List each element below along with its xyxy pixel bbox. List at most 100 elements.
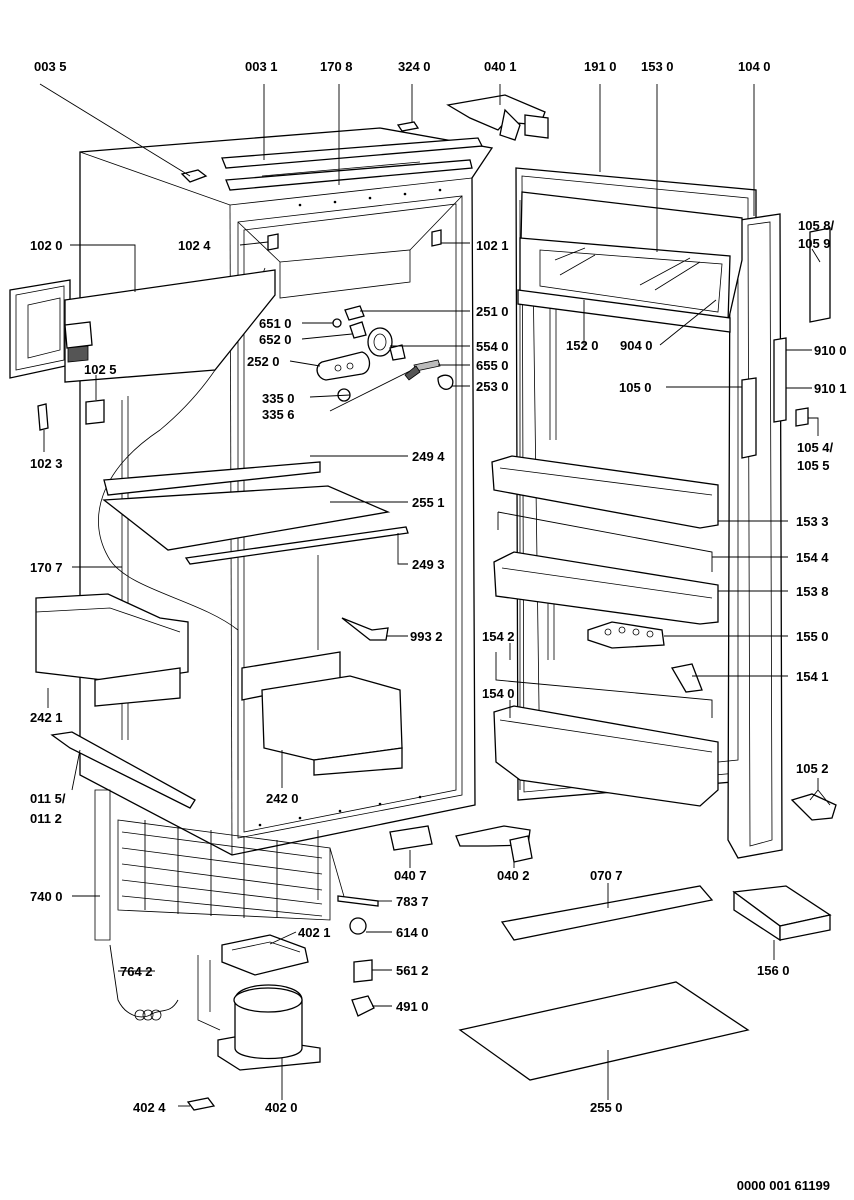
door-rail-1544: [497, 511, 713, 572]
label-2493: 249 3: [412, 557, 445, 572]
label-2550: 255 0: [590, 1100, 623, 1115]
glass-shelf: [102, 461, 409, 565]
label-1538: 153 8: [796, 584, 829, 599]
label-6520: 652 0: [259, 332, 292, 347]
label-1533: 153 3: [796, 514, 829, 529]
label-1520: 152 0: [566, 338, 599, 353]
freezer-door-panel: [9, 269, 276, 383]
condenser: [94, 789, 346, 941]
part-0707: [500, 885, 714, 941]
part-1058: [809, 227, 831, 323]
part-labels: 003 5 003 1 170 8 324 0 040 1 191 0 153 …: [30, 59, 847, 1115]
label-0401: 040 1: [484, 59, 517, 74]
crisper-box-left: [35, 593, 189, 707]
part-0407: [389, 825, 433, 851]
label-3350: 335 0: [262, 391, 295, 406]
clip-1024: [267, 233, 279, 251]
label-9040: 904 0: [620, 338, 653, 353]
label-2520: 252 0: [247, 354, 280, 369]
drawing-number: 0000 001 61199: [736, 1178, 830, 1193]
label-1020: 102 0: [30, 238, 63, 253]
label-9100: 910 0: [814, 343, 847, 358]
label-1560: 156 0: [757, 963, 790, 978]
label-0031: 003 1: [245, 59, 278, 74]
part-6140: [349, 917, 367, 935]
label-3356: 335 6: [262, 407, 295, 422]
clip-1021: [431, 229, 442, 247]
part-1052: [790, 793, 837, 821]
glass-plate-2550: [458, 981, 750, 1081]
label-1023: 102 3: [30, 456, 63, 471]
label-1021: 102 1: [476, 238, 509, 253]
label-1059: 105 9: [798, 236, 831, 251]
label-2530: 253 0: [476, 379, 509, 394]
label-1910: 191 0: [584, 59, 617, 74]
label-4024: 402 4: [133, 1100, 166, 1115]
label-1541: 154 1: [796, 669, 829, 684]
label-1040: 104 0: [738, 59, 771, 74]
label-1024: 102 4: [178, 238, 211, 253]
label-4910: 491 0: [396, 999, 429, 1014]
door-rail-1542: [495, 652, 713, 718]
label-2510: 251 0: [476, 304, 509, 319]
label-2420: 242 0: [266, 791, 299, 806]
part-1560: [732, 885, 832, 942]
label-5612: 561 2: [396, 963, 429, 978]
label-0035: 003 5: [34, 59, 67, 74]
cover-strip: [50, 731, 196, 809]
label-0402: 040 2: [497, 868, 530, 883]
egg-tray: [587, 621, 665, 649]
label-1052: 105 2: [796, 761, 829, 776]
label-1550: 155 0: [796, 629, 829, 644]
compressor: [197, 955, 321, 1071]
drip-tray-4021: [221, 934, 309, 976]
crisper-box-right: [241, 651, 403, 776]
label-1055: 105 5: [797, 458, 830, 473]
label-6510: 651 0: [259, 316, 292, 331]
part-1541: [670, 663, 703, 693]
capillary-coil: [134, 1009, 162, 1021]
label-4021: 402 1: [298, 925, 331, 940]
label-2551: 255 1: [412, 495, 445, 510]
part-4024: [186, 1097, 216, 1111]
label-9101: 910 1: [814, 381, 847, 396]
part-9932: [341, 617, 389, 641]
part-1025: [85, 399, 105, 425]
label-0407: 040 7: [394, 868, 427, 883]
leader-lines: [39, 83, 831, 1107]
part-1054: [795, 407, 809, 427]
label-1707: 170 7: [30, 560, 63, 575]
hinge-top: [446, 94, 549, 141]
label-1544: 154 4: [796, 550, 829, 565]
door-bin-middle: [493, 551, 719, 625]
label-1054: 105 4/: [797, 440, 834, 455]
top-trim-strips: [221, 137, 484, 191]
capillary-tube: [109, 944, 179, 1018]
clip-0035: [180, 169, 208, 183]
part-3240: [396, 121, 420, 132]
label-1540: 154 0: [482, 686, 515, 701]
label-1058: 105 8/: [798, 218, 835, 233]
part-7837: [337, 895, 379, 907]
label-0707: 070 7: [590, 868, 623, 883]
label-1708: 170 8: [320, 59, 353, 74]
dairy-compartment: [517, 191, 743, 333]
label-1530: 153 0: [641, 59, 674, 74]
thermostat-cluster: [316, 305, 454, 402]
label-7837: 783 7: [396, 894, 429, 909]
label-0112: 011 2: [30, 811, 62, 826]
part-4910: [351, 995, 375, 1017]
label-7400: 740 0: [30, 889, 63, 904]
part-1023: [37, 403, 49, 431]
label-6550: 655 0: [476, 358, 509, 373]
label-6140: 614 0: [396, 925, 429, 940]
hinge-bottom: [455, 825, 533, 863]
part-5612: [353, 959, 373, 983]
label-2421: 242 1: [30, 710, 63, 725]
label-4020: 402 0: [265, 1100, 298, 1115]
label-0115: 011 5/: [30, 791, 66, 806]
label-1050: 105 0: [619, 380, 652, 395]
handle-strip: [741, 377, 757, 459]
label-3240: 324 0: [398, 59, 431, 74]
